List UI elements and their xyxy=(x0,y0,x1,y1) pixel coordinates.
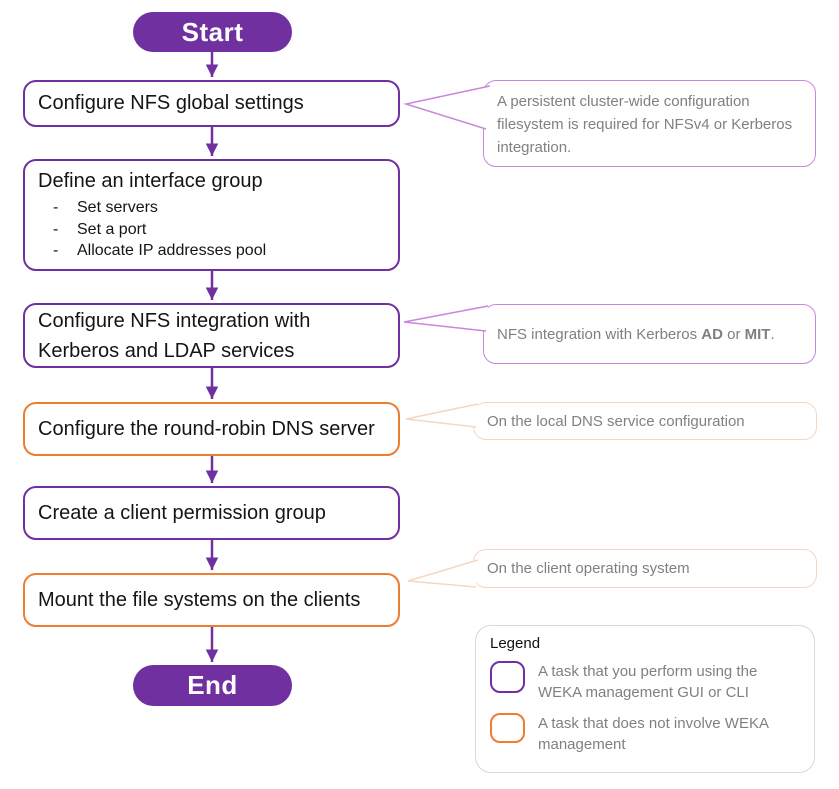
step-label: Configure NFS integration with Kerberos … xyxy=(38,309,311,362)
callout-text: A persistent cluster-wide configuration … xyxy=(497,93,793,156)
callout-note-kerberos: NFS integration with Kerberos AD or MIT. xyxy=(483,304,816,364)
legend: Legend A task that you perform using the… xyxy=(475,625,815,773)
callout-text: On the local DNS service configuration xyxy=(487,412,745,430)
step-configure-nfs-kerberos-ldap: Configure NFS integration with Kerberos … xyxy=(23,303,400,368)
start-label: Start xyxy=(181,16,244,47)
step-label: Create a client permission group xyxy=(38,501,326,524)
bullet-list: - Set servers - Set a port - Allocate IP… xyxy=(38,197,385,262)
bullet-item: - Set servers xyxy=(38,197,385,219)
callout-text: NFS integration with Kerberos AD or MIT. xyxy=(497,325,775,343)
step-configure-nfs-global-settings: Configure NFS global settings xyxy=(23,80,400,127)
end-terminator: End xyxy=(133,665,292,706)
bullet-text: Set a port xyxy=(77,220,147,238)
bold-mit: MIT xyxy=(744,325,771,343)
legend-title: Legend xyxy=(490,635,541,652)
callout-note-mount: On the client operating system xyxy=(473,549,817,588)
callout-text: On the client operating system xyxy=(487,560,690,577)
step-label: Configure NFS global settings xyxy=(38,92,304,114)
weka-task-swatch xyxy=(490,661,525,693)
legend-item-non-weka-task: A task that does not involve WEKA manage… xyxy=(490,713,800,755)
legend-item-text: A task that does not involve WEKA manage… xyxy=(538,715,769,753)
callout-tails xyxy=(403,85,491,588)
dash-bullet: - xyxy=(53,242,59,259)
step-label: Define an interface group xyxy=(38,170,263,192)
bullet-item: - Allocate IP addresses pool xyxy=(38,240,385,262)
dash-bullet: - xyxy=(53,220,59,238)
bold-ad: AD xyxy=(701,325,723,343)
step-label: Configure the round-robin DNS server xyxy=(38,417,375,440)
legend-item-weka-task: A task that you perform using the WEKA m… xyxy=(490,661,800,703)
dash-bullet: - xyxy=(53,199,59,216)
non-weka-task-swatch xyxy=(490,713,525,743)
callout-note-global-settings: A persistent cluster-wide configuration … xyxy=(483,80,816,167)
callout-note-dns: On the local DNS service configuration xyxy=(473,402,817,440)
end-label: End xyxy=(187,670,238,700)
step-create-client-permission-group: Create a client permission group xyxy=(23,486,400,540)
step-mount-file-systems: Mount the file systems on the clients xyxy=(23,573,400,627)
step-configure-round-robin-dns: Configure the round-robin DNS server xyxy=(23,402,400,456)
step-define-interface-group: Define an interface group - Set servers … xyxy=(23,159,400,271)
legend-item-text: A task that you perform using the WEKA m… xyxy=(538,663,758,701)
bullet-text: Allocate IP addresses pool xyxy=(77,242,267,259)
bullet-text: Set servers xyxy=(77,199,158,216)
bullet-item: - Set a port xyxy=(38,219,385,241)
step-label: Mount the file systems on the clients xyxy=(38,588,361,611)
start-terminator: Start xyxy=(133,12,292,52)
